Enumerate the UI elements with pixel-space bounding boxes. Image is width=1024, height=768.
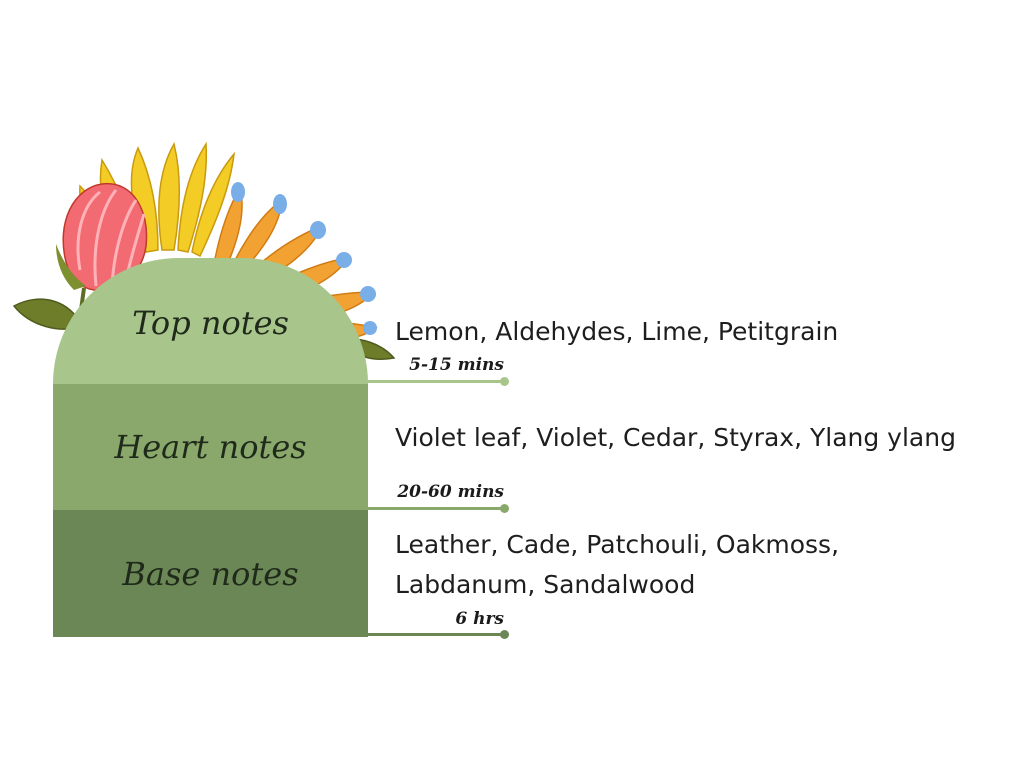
duration-base: 6 hrs <box>455 609 504 629</box>
notes-line: Labdanum, Sandalwood <box>395 570 696 599</box>
leader-dot-base <box>500 630 509 639</box>
leader-line-base <box>368 633 506 636</box>
duration-heart: 20-60 mins <box>397 482 504 502</box>
tier-heart-notes: Heart notes <box>53 384 368 510</box>
notes-list-base: Leather, Cade, Patchouli, Oakmoss, Labda… <box>395 525 839 605</box>
notes-list-heart: Violet leaf, Violet, Cedar, Styrax, Ylan… <box>395 418 956 458</box>
leader-line-heart <box>368 507 506 510</box>
tier-top-notes: Top notes <box>53 258 368 384</box>
notes-list-top: Lemon, Aldehydes, Lime, Petitgrain <box>395 312 838 352</box>
duration-top: 5-15 mins <box>409 355 504 375</box>
leader-dot-top <box>500 377 509 386</box>
notes-line: Lemon, Aldehydes, Lime, Petitgrain <box>395 317 839 346</box>
notes-line: Violet leaf, Violet, Cedar, Styrax, Ylan… <box>395 423 956 452</box>
tier-label-heart: Heart notes <box>114 428 307 466</box>
leader-line-top <box>368 380 506 383</box>
tier-base-notes: Base notes <box>53 510 368 637</box>
tier-label-base: Base notes <box>122 554 299 593</box>
tier-label-top: Top notes <box>132 304 289 342</box>
leader-dot-heart <box>500 504 509 513</box>
notes-line: Leather, Cade, Patchouli, Oakmoss, <box>395 530 840 559</box>
